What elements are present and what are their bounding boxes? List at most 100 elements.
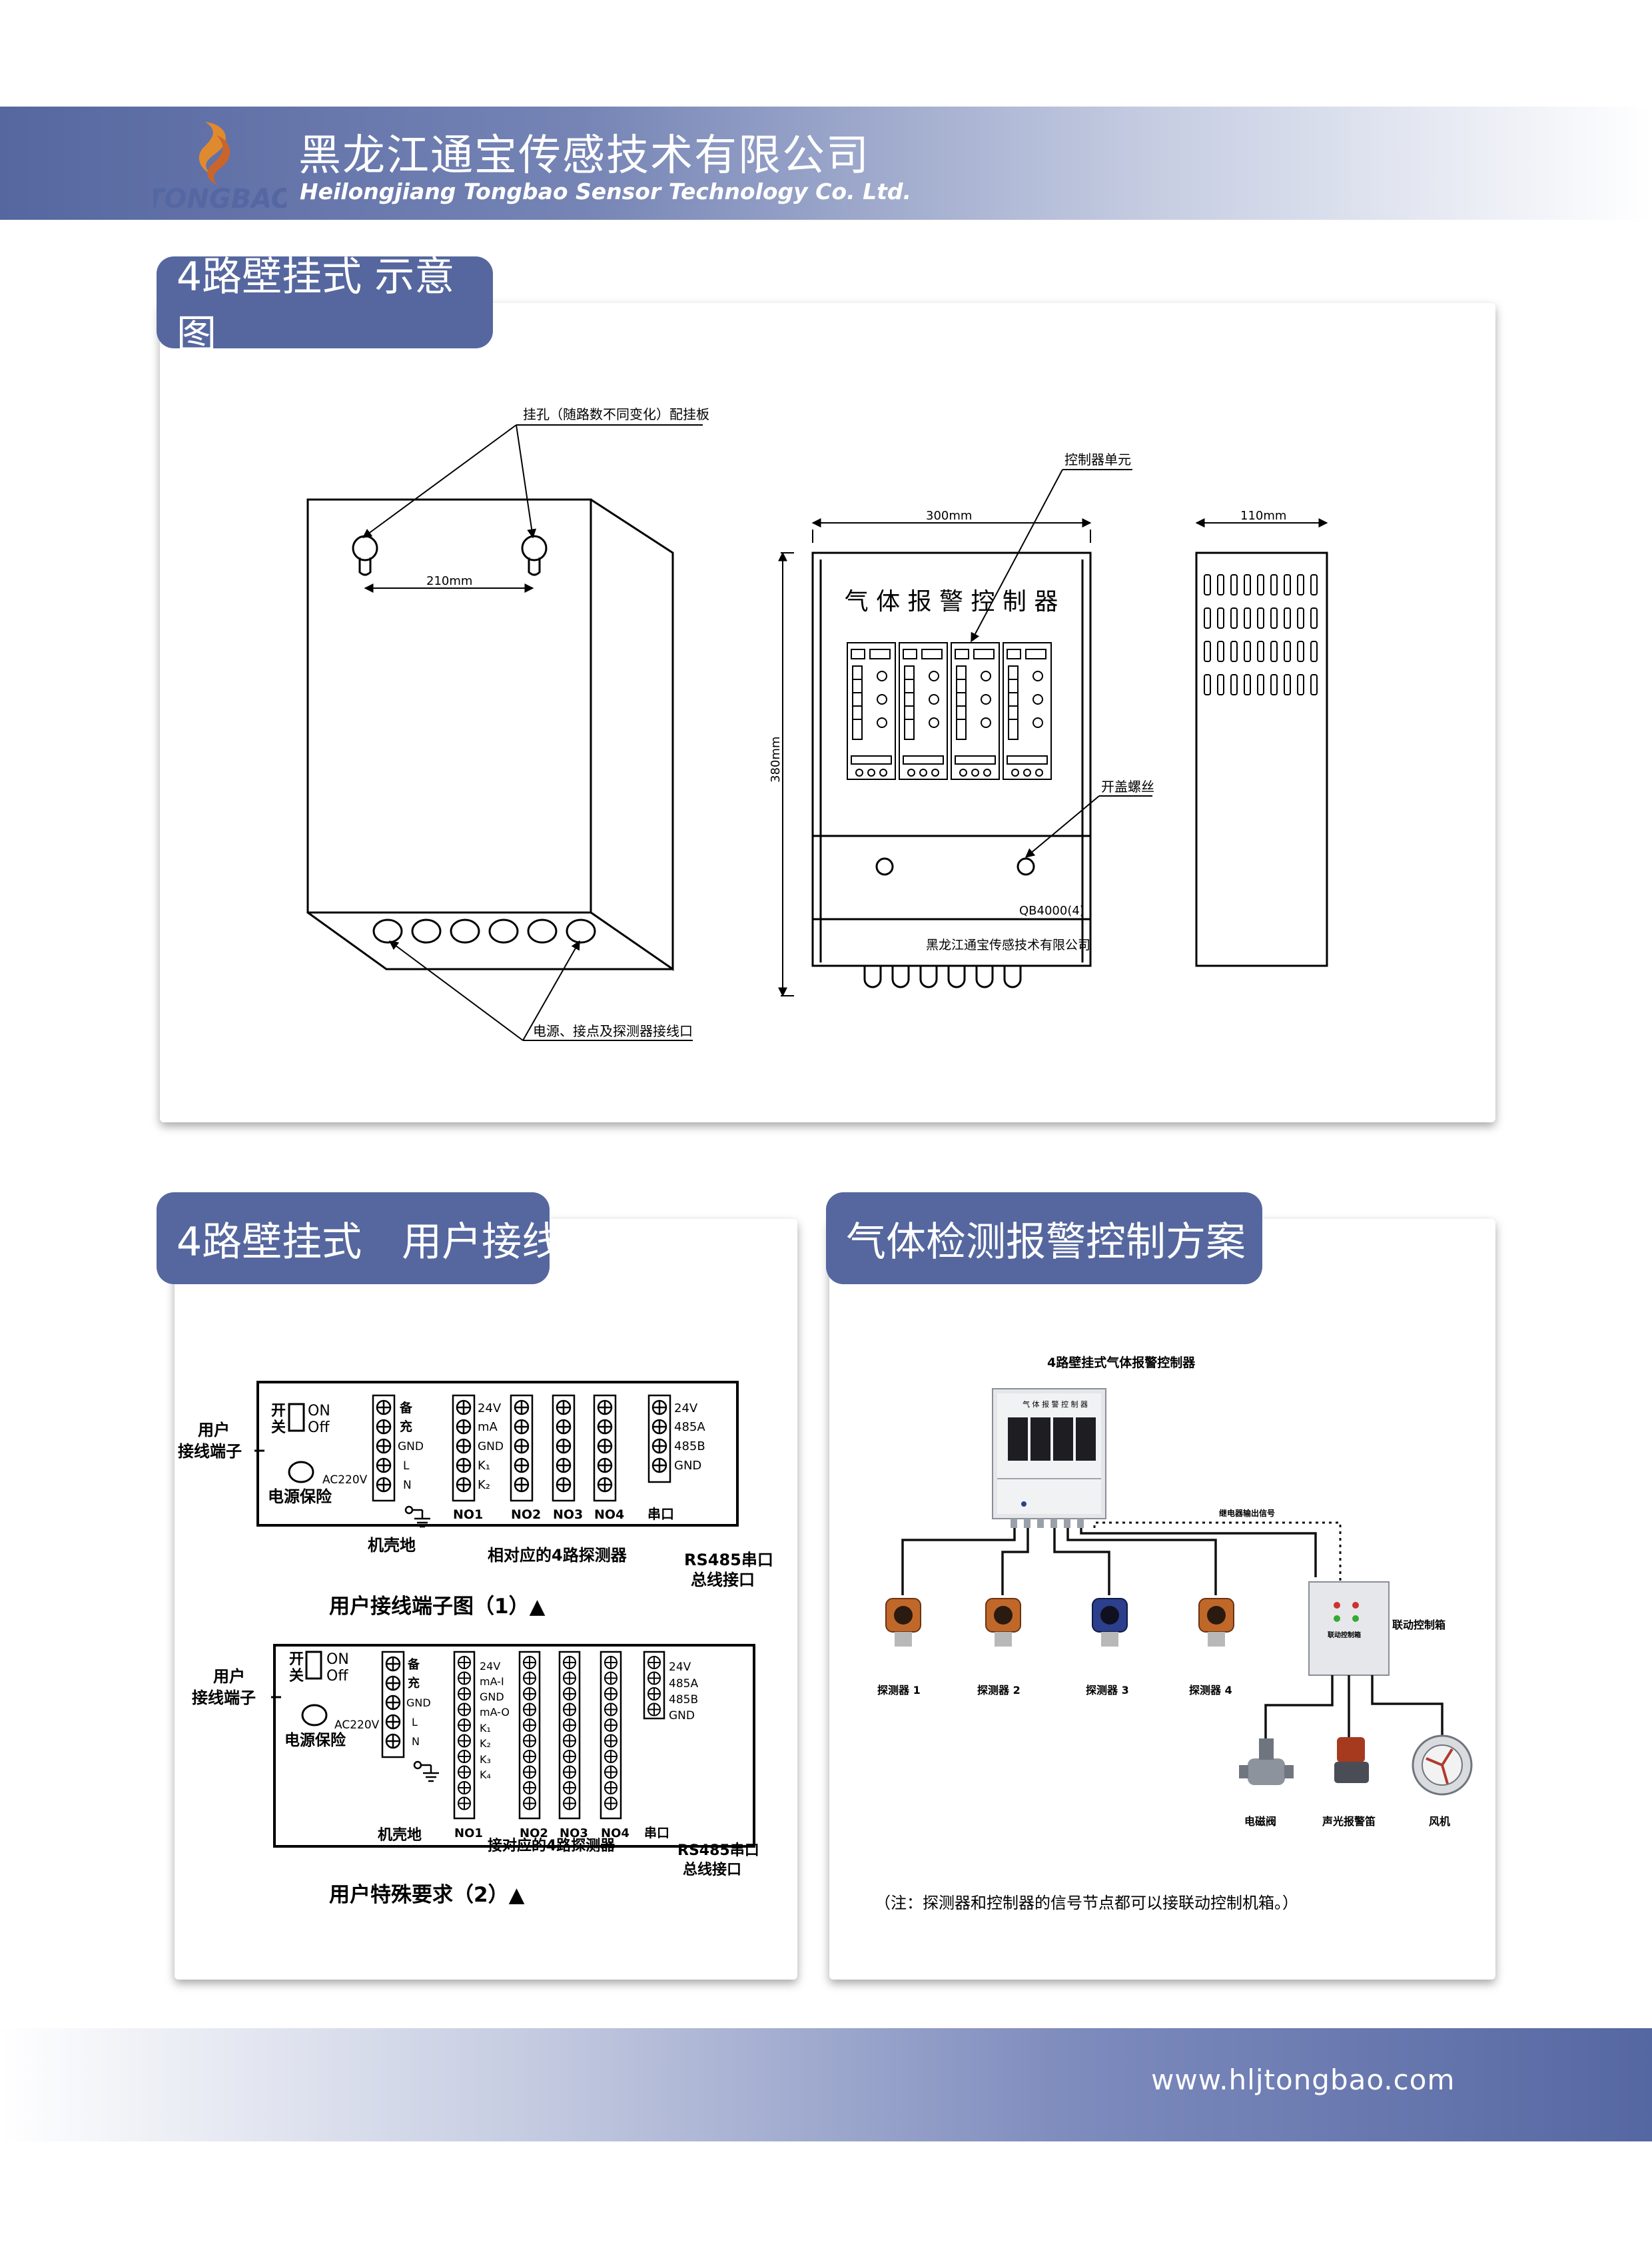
wiring-panel [175, 1219, 797, 1980]
switch-label: 开 [271, 1403, 286, 1419]
serial-port-label: 串口 [644, 1826, 669, 1840]
wiring-title: 4路壁挂式 用户接线 [177, 1218, 562, 1266]
siren-icon [1334, 1737, 1369, 1783]
gas-detector-icon [985, 1598, 1021, 1647]
fuse-label: 电源保险 [268, 1487, 332, 1506]
channel-label: NO4 [601, 1826, 629, 1840]
header-band [0, 107, 1652, 220]
relay-output-label: 继电器输出信号 [1219, 1508, 1275, 1518]
company-name-cn: 黑龙江通宝传感技术有限公司 [298, 131, 870, 181]
channel-label: NO1 [453, 1507, 483, 1522]
terminal-label: mA-I [480, 1675, 504, 1688]
channel-label: NO2 [511, 1507, 541, 1522]
terminal-label: 24V [669, 1661, 691, 1674]
channel-label: NO2 [520, 1826, 548, 1840]
terminal-label: 充 [400, 1419, 412, 1434]
ground-icon [404, 1505, 430, 1528]
logo-text: TONGBAO [153, 184, 286, 214]
device-label: 声光报警笛 [1322, 1815, 1376, 1828]
solenoid-valve-icon [1239, 1738, 1294, 1785]
terminal-label: 24V [478, 1401, 502, 1415]
wiring-diagrams: 用户 接线端子 开 关 ON Off AC220V 电源保险 备 充 GND L… [178, 1381, 773, 1907]
diagram-caption: 用户接线端子图（1）▲ [329, 1595, 546, 1619]
terminal-diagram-2: 用户 接线端子 开 关 ON Off AC220V 电源保险 备 充 GND L… [192, 1644, 759, 1907]
terminal-label: N [403, 1479, 412, 1492]
hole-spacing-dim: 210mm [426, 574, 472, 588]
scheme-note: （注：探测器和控制器的信号节点都可以接联动控制机箱。） [875, 1894, 1298, 1912]
terminal-label: GND [478, 1440, 504, 1453]
terminal-label: GND [674, 1459, 701, 1473]
scheme-diagram: 4路壁挂式气体报警控制器 气 体 报 警 控 制 器 继电器输出信号 [875, 1355, 1473, 1912]
schematic-drawing: 挂孔（随路数不同变化）配挂板 210mm 电源、接点及探测器接线口 [306, 406, 1328, 1041]
terminal-label: K₃ [480, 1753, 491, 1766]
switch-label: 开 [289, 1651, 304, 1668]
switch-label: 关 [289, 1668, 304, 1684]
serial-port-label: 串口 [647, 1506, 674, 1522]
device-label: 风机 [1429, 1815, 1450, 1828]
terminal-label: mA-O [480, 1706, 510, 1718]
terminal-label: 备 [407, 1657, 420, 1672]
tongbao-logo: TONGBAO [153, 122, 286, 214]
channel-label: NO3 [560, 1826, 588, 1840]
controller-glands [1011, 1519, 1084, 1528]
linkage-box-label: 联动控制箱 [1392, 1619, 1446, 1631]
detectors-label: 接对应的4路探测器 [488, 1837, 616, 1854]
cable-glands [863, 966, 1022, 988]
terminal-label: K₂ [480, 1737, 491, 1750]
cover-screw-icon [875, 857, 894, 876]
user-terminal-label: 接线端子 [178, 1442, 242, 1461]
diagram-caption: 用户特殊要求（2）▲ [329, 1883, 525, 1907]
scheme-title: 气体检测报警控制方案 [846, 1218, 1246, 1266]
terminal-label: 485A [674, 1420, 705, 1434]
hang-hole-icon [352, 535, 378, 576]
relay-output-wire [1093, 1521, 1342, 1582]
cover-screw-icon [1017, 857, 1035, 876]
hang-hole-label: 挂孔（随路数不同变化）配挂板 [523, 406, 709, 422]
ac-label: AC220V [334, 1718, 380, 1732]
detector-terminal-blocks [452, 1394, 671, 1502]
linkage-control-box-icon [1308, 1581, 1390, 1676]
power-switch-icon [305, 1651, 322, 1680]
controller-title: 4路壁挂式气体报警控制器 [1047, 1355, 1196, 1370]
terminal-label: 24V [674, 1401, 698, 1415]
controller-unit-label: 控制器单元 [1064, 452, 1131, 468]
terminal-label: K₄ [480, 1768, 491, 1781]
switch-label: 关 [271, 1419, 286, 1436]
gas-detector-icon [885, 1598, 921, 1647]
logo-flame-icon [199, 122, 230, 185]
detector-terminal-screws [458, 1656, 661, 1810]
hang-hole-icon [521, 535, 548, 576]
output-wires [1264, 1675, 1444, 1738]
company-name-en: Heilongjiang Tongbao Sensor Technology C… [300, 179, 912, 204]
cable-entry-label: 电源、接点及探测器接线口 [533, 1023, 693, 1039]
controller-front-title: 气 体 报 警 控 制 器 [1023, 1399, 1088, 1409]
side-view [1195, 552, 1328, 967]
back-box-bottom [307, 911, 673, 970]
detector-terminal-blocks [453, 1651, 665, 1820]
terminal-label: 485A [669, 1677, 698, 1690]
back-box-outline [306, 498, 592, 914]
ground-icon [413, 1760, 439, 1782]
signal-wires [901, 1528, 1317, 1595]
power-terminal-block [372, 1394, 396, 1502]
switch-off-label: Off [308, 1419, 330, 1436]
terminal-label: GND [480, 1690, 504, 1703]
cover-screw-label: 开盖螺丝 [1101, 779, 1154, 795]
linkage-box-front-label: 联动控制箱 [1328, 1631, 1361, 1639]
front-panel-title: 气 体 报 警 控 制 器 [845, 588, 1058, 615]
fan-icon [1412, 1734, 1473, 1796]
device-label: 电磁阀 [1244, 1815, 1276, 1828]
detector-label: 探测器 3 [1086, 1684, 1129, 1696]
terminal-label: 备 [399, 1400, 413, 1415]
terminal-label: GND [406, 1696, 431, 1709]
gas-detector-icon [1198, 1598, 1234, 1647]
front-box-outline [811, 552, 1092, 967]
height-dim: 380mm [769, 737, 783, 783]
width-dim: 300mm [926, 509, 972, 523]
detector-label: 探测器 1 [877, 1684, 921, 1696]
website-link[interactable]: www.hljtongbao.com [1151, 2063, 1455, 2096]
power-terminal-block [381, 1651, 405, 1758]
controller-modules [847, 642, 1052, 780]
switch-on-label: ON [326, 1651, 349, 1668]
terminal-label: L [412, 1716, 418, 1728]
